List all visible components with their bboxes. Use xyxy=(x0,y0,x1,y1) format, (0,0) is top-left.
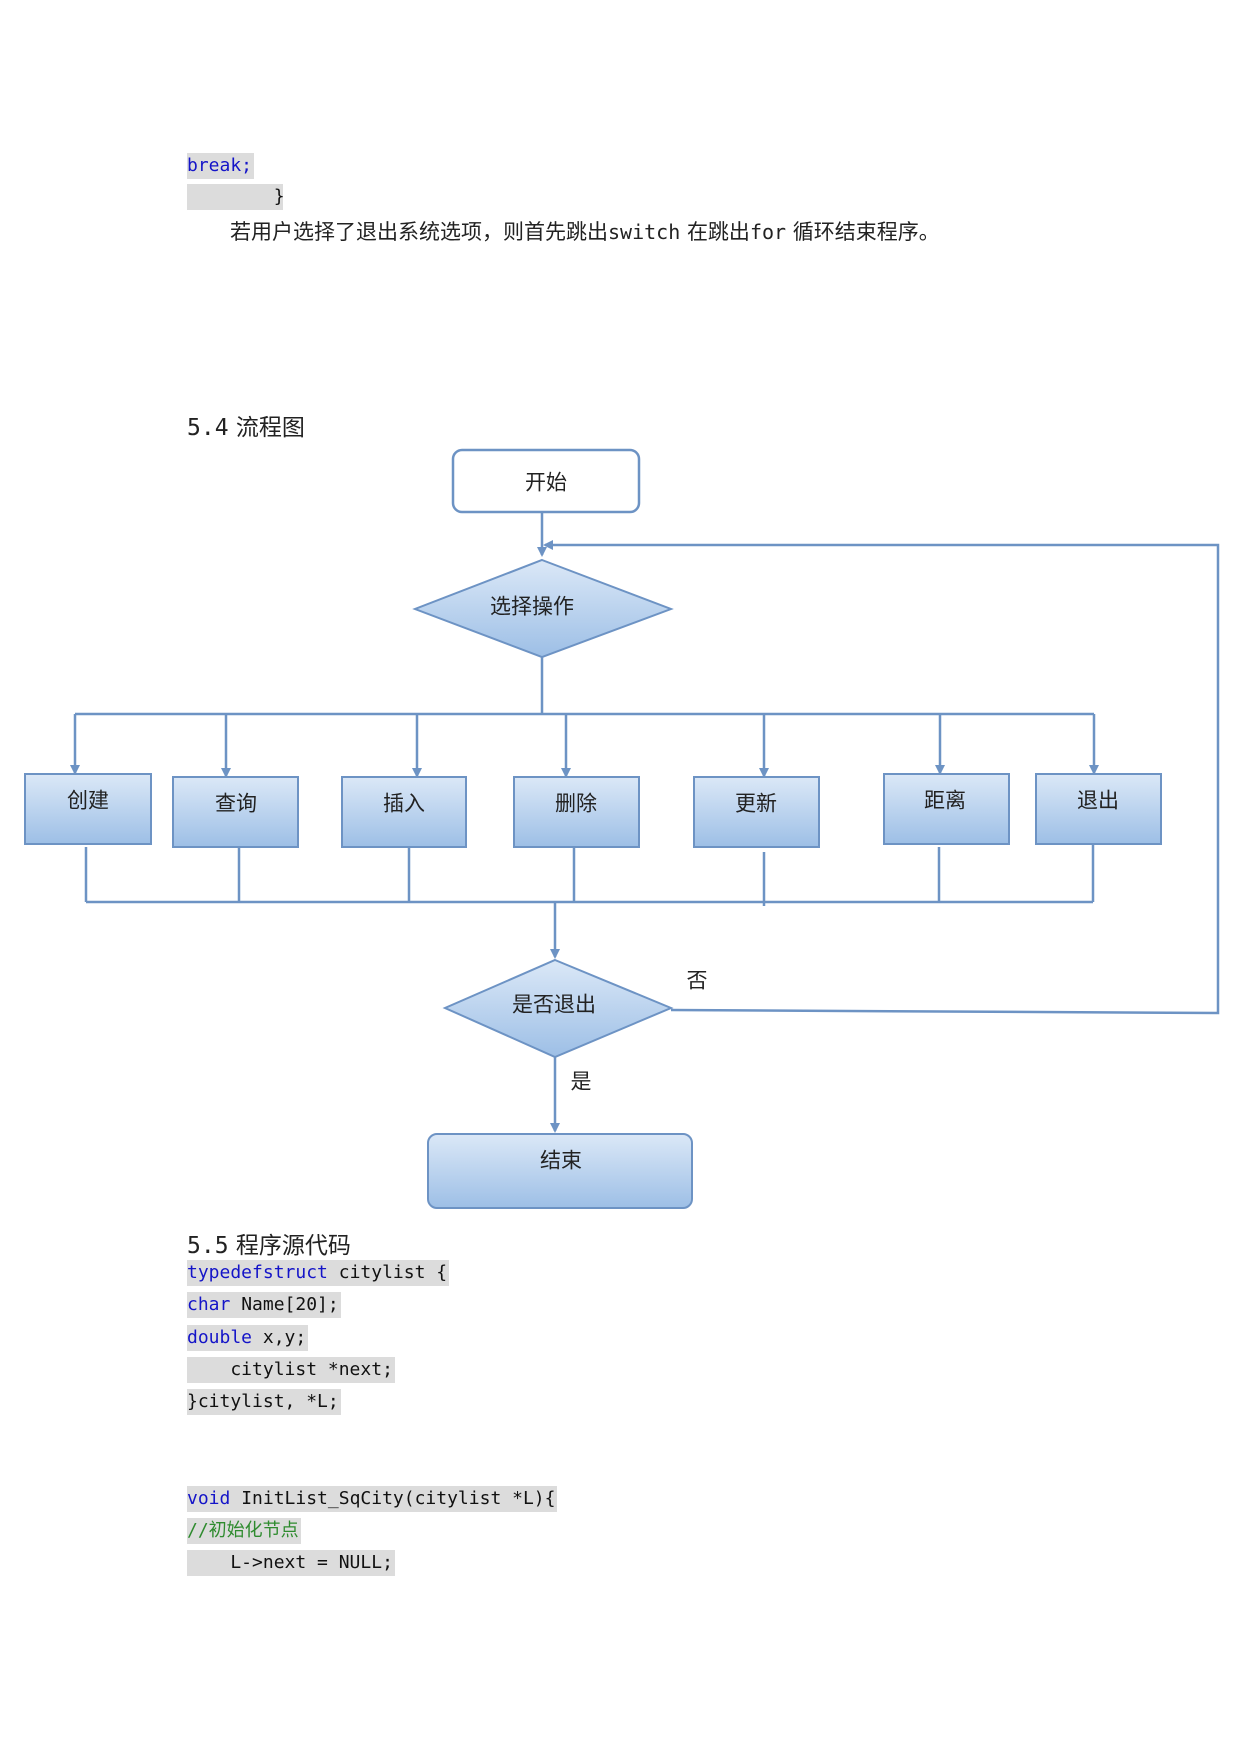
flow-start-label: 开始 xyxy=(525,471,567,495)
code-closing-brace: } xyxy=(187,184,285,210)
code-text: x,y; xyxy=(252,1327,307,1348)
flow-op-label-distance: 距离 xyxy=(924,789,966,813)
code-text: Name[20]; xyxy=(230,1294,339,1315)
flow-end-box xyxy=(427,1133,693,1209)
flow-end-label: 结束 xyxy=(540,1149,582,1173)
flow-op-label-insert: 插入 xyxy=(383,792,425,816)
code-line: typedefstruct citylist { xyxy=(187,1260,450,1286)
paragraph-text-2: 在跳出 xyxy=(686,220,750,244)
flow-op-label-delete: 删除 xyxy=(555,792,597,816)
code-line: char Name[20]; xyxy=(187,1292,341,1318)
paragraph-text-1: 若用户选择了退出系统选项，则首先跳出 xyxy=(230,220,608,244)
code-comment-line: //初始化节点 xyxy=(187,1518,301,1544)
section-title: 流程图 xyxy=(235,415,305,441)
code-line: L->next = NULL; xyxy=(187,1550,395,1576)
code-text: InitList_SqCity(citylist *L){ xyxy=(230,1488,556,1509)
flow-op-box-insert xyxy=(341,776,467,848)
code-keyword: typedefstruct xyxy=(187,1262,328,1283)
section-heading-source: 5.5 程序源代码 xyxy=(187,1226,351,1260)
flow-choose-label: 选择操作 xyxy=(490,595,574,619)
code-keyword: char xyxy=(187,1294,231,1315)
paragraph-keyword-for: for xyxy=(749,220,787,244)
code-keyword: double xyxy=(187,1327,253,1348)
flow-op-label-exit: 退出 xyxy=(1077,789,1119,813)
flow-no-label: 否 xyxy=(687,969,708,993)
flow-start-box xyxy=(451,448,641,514)
flow-op-box-exit xyxy=(1035,773,1162,845)
flow-op-label-update: 更新 xyxy=(735,792,777,816)
flow-decision-label: 是否退出 xyxy=(512,993,596,1017)
code-break-line: break; xyxy=(187,153,255,179)
code-line: void InitList_SqCity(citylist *L){ xyxy=(187,1486,558,1512)
code-text: citylist *next; xyxy=(187,1359,393,1380)
code-text: }citylist, *L; xyxy=(187,1391,339,1412)
flow-op-box-query xyxy=(172,776,299,848)
code-text: L->next = NULL; xyxy=(187,1552,393,1573)
code-line: }citylist, *L; xyxy=(187,1389,341,1415)
paragraph-text-3: 循环结束程序。 xyxy=(792,220,940,244)
flow-op-box-update xyxy=(693,776,820,848)
explanation-paragraph: 若用户选择了退出系统选项，则首先跳出switch 在跳出for 循环结束程序。 xyxy=(230,216,940,246)
flow-op-box-create xyxy=(24,773,152,845)
flow-yes-label: 是 xyxy=(571,1070,592,1094)
section-title: 程序源代码 xyxy=(235,1233,351,1259)
flow-choose-diamond xyxy=(412,558,674,659)
paragraph-keyword-switch: switch xyxy=(608,220,681,244)
code-keyword: void xyxy=(187,1488,231,1509)
code-comment: //初始化节点 xyxy=(187,1520,299,1541)
section-number: 5.4 xyxy=(187,415,229,441)
flow-op-label-create: 创建 xyxy=(67,789,109,813)
flow-decision-diamond xyxy=(442,958,674,1059)
code-line: double x,y; xyxy=(187,1325,309,1351)
section-number: 5.5 xyxy=(187,1233,229,1259)
section-heading-flowchart: 5.4 流程图 xyxy=(187,408,305,442)
code-text: citylist { xyxy=(327,1262,448,1283)
code-line: citylist *next; xyxy=(187,1357,395,1383)
flow-op-label-query: 查询 xyxy=(215,792,257,816)
flow-op-box-distance xyxy=(883,773,1010,845)
flow-op-box-delete xyxy=(513,776,640,848)
